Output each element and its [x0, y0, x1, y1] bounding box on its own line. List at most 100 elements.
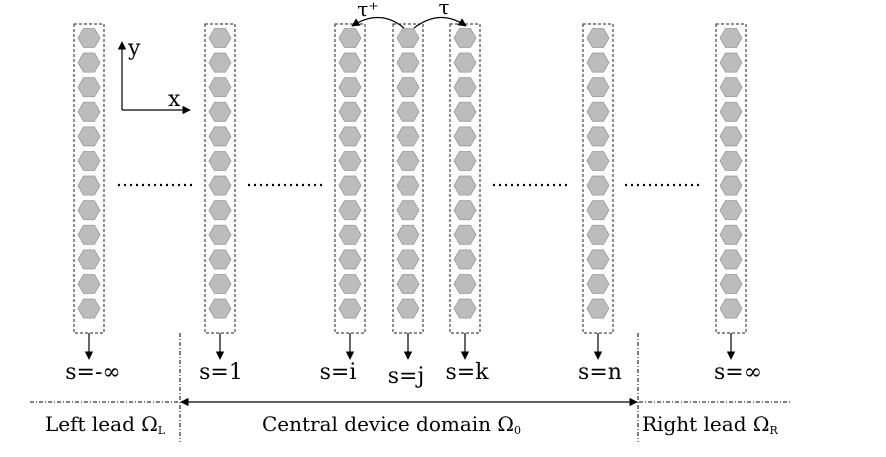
atom-hexagon: [586, 77, 610, 98]
atom-hexagon: [338, 274, 362, 294]
atom-hexagon: [719, 298, 743, 319]
atom-hexagon: [719, 126, 743, 147]
atom-hexagon: [453, 77, 477, 98]
coordinate-axes: y x: [117, 36, 191, 115]
slice-box: [582, 23, 614, 334]
atom-hexagon: [396, 249, 420, 270]
atom-hexagon: [396, 126, 420, 147]
atom-hexagon: [77, 200, 101, 221]
atom-hexagon: [396, 274, 420, 294]
atom-hexagon: [77, 101, 101, 122]
atom-hexagon: [586, 200, 610, 221]
atom-hexagon: [208, 52, 232, 73]
atom-hexagon: [586, 52, 610, 73]
atom-hexagon: [396, 52, 420, 73]
atom-hexagon: [77, 298, 101, 319]
atom-hexagon: [453, 298, 477, 319]
slice-box: [715, 23, 747, 334]
atom-hexagon: [208, 126, 232, 147]
atom-hexagon: [586, 28, 610, 48]
atom-hexagon: [453, 28, 477, 48]
slice-label-one: s=1: [199, 360, 243, 385]
atom-hexagon: [77, 249, 101, 270]
atom-hexagon: [77, 126, 101, 147]
atom-hexagon: [396, 224, 420, 245]
atom-hexagon: [208, 151, 232, 171]
atom-hexagon: [586, 175, 610, 196]
atom-hexagon: [77, 52, 101, 73]
coupling-arrows: τ⁺ τ: [351, 0, 467, 29]
atom-hexagon: [453, 224, 477, 245]
atom-hexagon: [453, 200, 477, 221]
atom-hexagon: [208, 274, 232, 294]
atom-hexagon: [77, 151, 101, 171]
atom-hexagon: [453, 126, 477, 147]
coupling-arrow-right: [413, 16, 467, 29]
atom-hexagon: [338, 175, 362, 196]
slice-label-n: s=n: [578, 360, 622, 385]
atom-hexagon: [453, 101, 477, 122]
atom-hexagon: [338, 298, 362, 319]
atom-hexagon: [77, 274, 101, 294]
slice-column-infinity: [715, 23, 747, 360]
slice-column-i: [334, 23, 366, 360]
slice-label-k: s=k: [445, 360, 489, 385]
atom-hexagon: [453, 274, 477, 294]
y-axis-label: y: [127, 36, 141, 61]
slice-label-minus-infinity: s=-∞: [65, 360, 120, 385]
atom-hexagon: [396, 28, 420, 48]
atom-hexagon: [586, 101, 610, 122]
slice-column-j: [392, 23, 424, 360]
atom-hexagon: [719, 200, 743, 221]
atom-hexagon: [338, 126, 362, 147]
atom-hexagon: [208, 175, 232, 196]
slice-label-infinity: s=∞: [714, 360, 762, 385]
atom-hexagon: [719, 175, 743, 196]
atom-hexagon: [453, 52, 477, 73]
atom-hexagon: [719, 101, 743, 122]
atom-hexagon: [396, 298, 420, 319]
atom-hexagon: [453, 175, 477, 196]
atom-hexagon: [338, 151, 362, 171]
left-lead-label: Left lead ΩL: [45, 412, 166, 437]
atom-hexagon: [208, 298, 232, 319]
atom-hexagon: [338, 200, 362, 221]
atom-hexagon: [208, 200, 232, 221]
atom-hexagon: [77, 175, 101, 196]
atom-hexagon: [719, 224, 743, 245]
slice-column-k: [449, 23, 481, 360]
slice-column-minus-infinity: [73, 23, 105, 360]
slice-box: [73, 23, 105, 334]
atom-hexagon: [586, 249, 610, 270]
coupling-arrow-left: [351, 16, 405, 29]
atom-hexagon: [338, 101, 362, 122]
atom-hexagon: [208, 28, 232, 48]
atom-hexagon: [338, 28, 362, 48]
atom-hexagon: [338, 77, 362, 98]
atom-hexagon: [453, 151, 477, 171]
atom-hexagon: [396, 77, 420, 98]
atom-hexagon: [77, 224, 101, 245]
atom-hexagon: [719, 249, 743, 270]
atom-hexagon: [396, 101, 420, 122]
atom-hexagon: [719, 52, 743, 73]
atom-hexagon: [586, 151, 610, 171]
atom-hexagon: [77, 28, 101, 48]
region-labels: Left lead ΩL Central device domain Ω0 Ri…: [45, 412, 778, 437]
atom-hexagon: [208, 249, 232, 270]
atom-hexagon: [586, 274, 610, 294]
atom-hexagon: [453, 249, 477, 270]
atom-hexagon: [338, 52, 362, 73]
atom-hexagon: [396, 175, 420, 196]
central-domain-label: Central device domain Ω0: [262, 412, 521, 437]
slice-column-n: [582, 23, 614, 360]
slice-label-j: s=j: [388, 364, 425, 389]
atom-hexagon: [77, 77, 101, 98]
atom-hexagon: [396, 200, 420, 221]
atom-hexagon: [586, 298, 610, 319]
atom-hexagon: [719, 274, 743, 294]
atom-hexagon: [586, 126, 610, 147]
atom-hexagon: [586, 224, 610, 245]
